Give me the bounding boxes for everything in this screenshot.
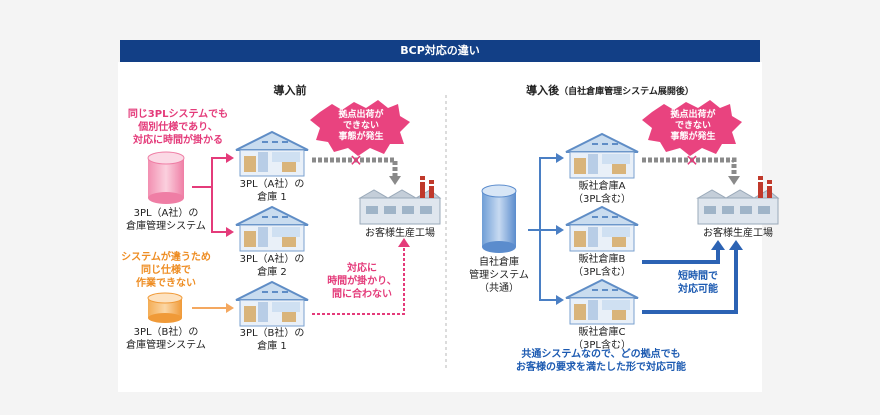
after-burst-text: 拠点出荷が できない 事態が発生	[670, 110, 716, 142]
after-title: 導入後（自社倉庫管理システム展開後）	[526, 84, 694, 97]
before-note-pink: 同じ3PLシステムでも 個別仕様であり、 対応に時間が掛かる	[127, 109, 229, 146]
common-system-cylinder	[481, 184, 517, 253]
system-a-label: 3PL（A社）の 倉庫管理システム	[126, 208, 206, 232]
system-b-cylinder	[147, 292, 183, 323]
before-factory-label: お客様生産工場	[365, 228, 435, 239]
warehouse-a-label: 販社倉庫A （3PL含む）	[573, 181, 631, 205]
warehouse-b-label: 販社倉庫B （3PL含む）	[573, 254, 631, 278]
before-burst-text: 拠点出荷が できない 事態が発生	[338, 110, 384, 142]
common-system-label: 自社倉庫 管理システム （共通）	[469, 257, 529, 294]
system-a-cylinder	[147, 151, 185, 204]
warehouse-3-label: 3PL（B社）の 倉庫 1	[239, 328, 305, 352]
after-summary: 共通システムなので、どの拠点でも お客様の要求を満たした形で対応可能	[516, 349, 686, 373]
fast-note: 短時間で 対応可能	[678, 271, 718, 295]
delay-note: 対応に 時間が掛かり、 間に合わない	[327, 263, 397, 300]
before-note-orange: システムが違うため 同じ仕様で 作業できない	[121, 252, 211, 289]
warehouse-1-label: 3PL（A社）の 倉庫 1	[239, 179, 305, 203]
svg-text:✕: ✕	[349, 151, 362, 170]
header-title: BCP対応の違い	[120, 40, 760, 62]
system-b-label: 3PL（B社）の 倉庫管理システム	[126, 327, 206, 351]
before-title: 導入前	[273, 84, 307, 97]
svg-text:✕: ✕	[685, 151, 698, 170]
warehouse-c-label: 販社倉庫C （3PL含む）	[573, 327, 631, 351]
after-factory-label: お客様生産工場	[703, 228, 773, 239]
warehouse-2-label: 3PL（A社）の 倉庫 2	[239, 254, 305, 278]
